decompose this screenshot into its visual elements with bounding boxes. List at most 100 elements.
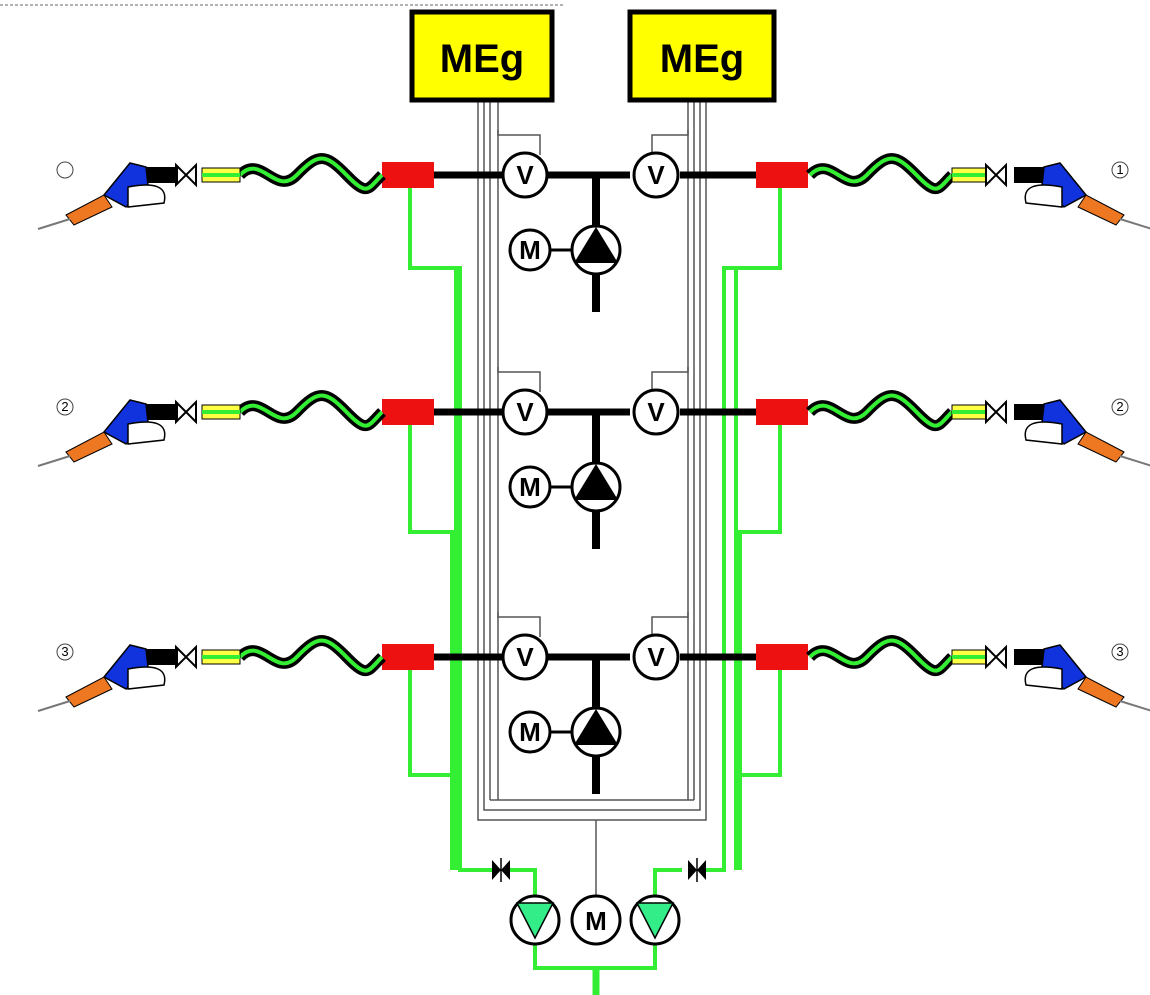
signal-tap-right [651, 367, 689, 392]
flow-meter-icon: V [632, 388, 680, 436]
signal-wire-outer [477, 800, 707, 821]
breakaway-coupling-icon [756, 399, 808, 425]
meg-box-left [409, 9, 555, 103]
nozzle-spout [1077, 676, 1125, 708]
signal-tap-right [651, 130, 689, 155]
flow-meter-symbol: V [647, 642, 665, 672]
nozzle-number-circle [1111, 643, 1129, 661]
nozzle-number-circle [56, 161, 74, 179]
nozzle-icon [37, 162, 178, 230]
flow-meter-icon: V [501, 633, 549, 681]
vapor-line-right-1 [704, 175, 782, 872]
pump-icon [550, 224, 622, 276]
vapor-line-right-2 [736, 412, 782, 534]
nozzle-icon [37, 399, 178, 467]
nozzle-number-text: 3 [61, 644, 68, 659]
nozzle-number: 3 [1111, 643, 1129, 661]
hydraulic-modules: V V M V V M V V M [501, 151, 680, 758]
hose-inner [808, 638, 954, 673]
shutoff-valve-icon [985, 399, 1007, 425]
vapor-pump-triangle [635, 902, 675, 940]
meg-box-right [627, 9, 777, 103]
flow-meter-circle [501, 151, 549, 199]
pump-icon [550, 706, 622, 758]
hose-assembly-left: 2 [37, 390, 434, 467]
valve-shape [985, 399, 1007, 425]
flow-meter-symbol: V [647, 397, 665, 427]
breakaway-coupling-icon [382, 644, 434, 670]
nozzle-number-text: 2 [1116, 399, 1123, 414]
vapor-recovery-unit: M [492, 858, 706, 946]
hose-inner [238, 393, 384, 428]
nozzle-tip [37, 700, 71, 712]
signal-tap-left [497, 367, 541, 392]
nozzle-number [56, 161, 74, 179]
nozzle-number-circle [56, 643, 74, 661]
nozzle-tip [1119, 700, 1150, 712]
nozzle-trigger [1024, 421, 1063, 445]
valve-shape [175, 644, 197, 670]
motor-icon: M [508, 228, 552, 272]
vapor-line-right-3 [740, 657, 782, 777]
valve-shape [985, 644, 1007, 670]
nozzle-number-circle [1111, 398, 1129, 416]
flow-meter-circle [501, 633, 549, 681]
flow-meter-icon: V [501, 151, 549, 199]
signal-tap-right [651, 612, 689, 637]
nozzle-trigger [127, 666, 166, 690]
vapor-recovery-lines [408, 175, 782, 995]
valve-shape [175, 399, 197, 425]
vapor-shutoff-valve-icon [688, 858, 706, 882]
hose-inner [808, 393, 954, 428]
flow-meter-circle [632, 633, 680, 681]
motor-symbol: M [519, 472, 541, 502]
pump-icon [550, 461, 622, 513]
signal-lines [477, 100, 707, 905]
nozzle-spout [65, 431, 113, 463]
pump-triangle [574, 464, 618, 500]
nozzle-tip [37, 455, 71, 467]
nozzle-number-text: 2 [61, 399, 68, 414]
meg-label-right: MEg [660, 37, 744, 81]
shutoff-valve-icon [175, 644, 197, 670]
signal-wire-mid [483, 800, 701, 811]
nozzle-number: 2 [56, 398, 74, 416]
vapor-to-pump-right [653, 868, 682, 905]
nozzle-number-circle [56, 398, 74, 416]
meg-label-left: MEg [440, 37, 524, 81]
nozzle-tip [37, 218, 71, 230]
flow-meter-icon: V [632, 151, 680, 199]
vapor-motor-circle [570, 894, 622, 946]
hose-assembly-left [37, 153, 434, 230]
flow-meter-circle [632, 151, 680, 199]
motor-symbol: M [519, 235, 541, 265]
nozzle-trigger [127, 421, 166, 445]
nozzle-spout [1077, 194, 1125, 226]
vapor-shutoff-valve-icon [492, 858, 510, 882]
nozzle-trigger [1024, 184, 1063, 208]
nozzle-number: 2 [1111, 398, 1129, 416]
hose-assemblies: 1 2 2 3 3 [37, 153, 1150, 712]
pump-triangle [574, 227, 618, 263]
hose-inner [238, 638, 384, 673]
vapor-pump-triangle [515, 902, 555, 940]
motor-icon: M [508, 710, 552, 754]
flow-meter-symbol: V [516, 160, 534, 190]
nozzle-icon [1014, 644, 1150, 712]
vapor-to-pump-left [510, 868, 537, 905]
signal-tap-left [497, 612, 541, 637]
hose-assembly-right: 3 [756, 635, 1150, 712]
breakaway-coupling-icon [382, 399, 434, 425]
valve-shape [175, 162, 197, 188]
hose-assembly-left: 3 [37, 635, 434, 712]
nozzle-icon [1014, 399, 1150, 467]
nozzle-icon [37, 644, 178, 712]
hose-inner [808, 156, 954, 191]
flow-meter-symbol: V [516, 642, 534, 672]
nozzle-number-text: 3 [1116, 644, 1123, 659]
flow-meter-circle [632, 388, 680, 436]
shutoff-valve-icon [175, 399, 197, 425]
flow-meter-symbol: V [516, 397, 534, 427]
shutoff-valve-icon [175, 162, 197, 188]
nozzle-number: 1 [1111, 161, 1129, 179]
